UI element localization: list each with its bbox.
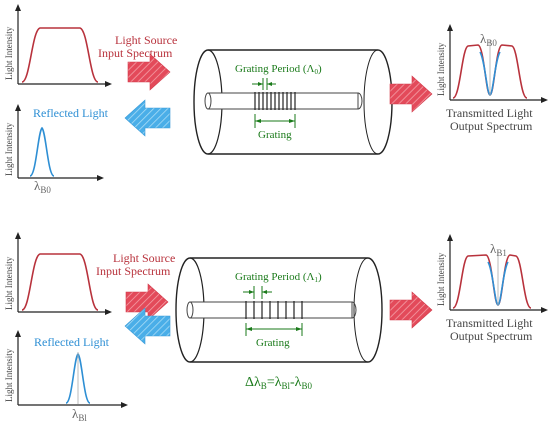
bottom-panel: Light Intensity Light Source Input Spect… — [4, 232, 548, 423]
output-arrow-icon — [389, 75, 433, 113]
reflected-arrow-icon — [124, 307, 171, 345]
shift-equation: ΔλB=λBl-λB0 — [245, 375, 312, 391]
reflected-lambda: λBl — [72, 406, 87, 423]
top-panel: Light Intensity Light Source Input Spect… — [4, 4, 548, 195]
input-arrow-icon — [125, 283, 169, 321]
reflected-label: Reflected Light — [34, 335, 110, 349]
reflected-plot-top: Light Intensity λB0 — [4, 104, 104, 195]
transmitted-plot-bottom: Light Intensity λB1 — [436, 234, 548, 313]
output-arrow-icon — [389, 291, 433, 329]
transmitted-label-line2: Output Spectrum — [450, 329, 533, 343]
transmitted-lambda: λB0 — [480, 31, 497, 48]
transmitted-plot-top: Light Intensity λB0 — [436, 24, 548, 103]
axis-label: Light Intensity — [436, 252, 446, 306]
grating-period-label: Grating Period (Λ0) — [235, 63, 322, 76]
grating-period-label: Grating Period (Λ1) — [235, 271, 322, 284]
source-label-line1: Light Source — [115, 33, 177, 47]
axis-label: Light Intensity — [4, 122, 14, 176]
transmitted-label-line1: Transmitted Light — [446, 106, 533, 120]
source-label-line2: Input Spectrum — [98, 46, 173, 60]
reflected-lambda: λB0 — [34, 178, 51, 195]
input-spectrum-plot-bottom: Light Intensity — [4, 232, 112, 315]
axis-label: Light Intensity — [436, 42, 446, 96]
grating-label: Grating — [256, 337, 290, 349]
reflected-label: Reflected Light — [33, 106, 109, 120]
reflected-arrow-icon — [124, 99, 171, 137]
input-arrow-icon — [127, 53, 171, 91]
input-spectrum-plot-top: Light Intensity — [4, 4, 112, 87]
source-label-line1: Light Source — [113, 251, 175, 265]
axis-label: Light Intensity — [4, 348, 14, 402]
fiber-cylinder-top: Grating Period (Λ0) Grating — [193, 49, 393, 155]
source-label-line2: Input Spectrum — [96, 264, 171, 278]
grating-label: Grating — [258, 129, 292, 141]
reflected-plot-bottom: Light Intensity λBl — [4, 330, 128, 423]
transmitted-lambda: λB1 — [490, 241, 507, 258]
axis-label: Light Intensity — [4, 26, 14, 80]
transmitted-label-line1: Transmitted Light — [446, 316, 533, 330]
fiber-cylinder-bottom: Grating Period (Λ1) Grating — [175, 257, 383, 363]
transmitted-label-line2: Output Spectrum — [450, 119, 533, 133]
axis-label: Light Intensity — [4, 256, 14, 310]
